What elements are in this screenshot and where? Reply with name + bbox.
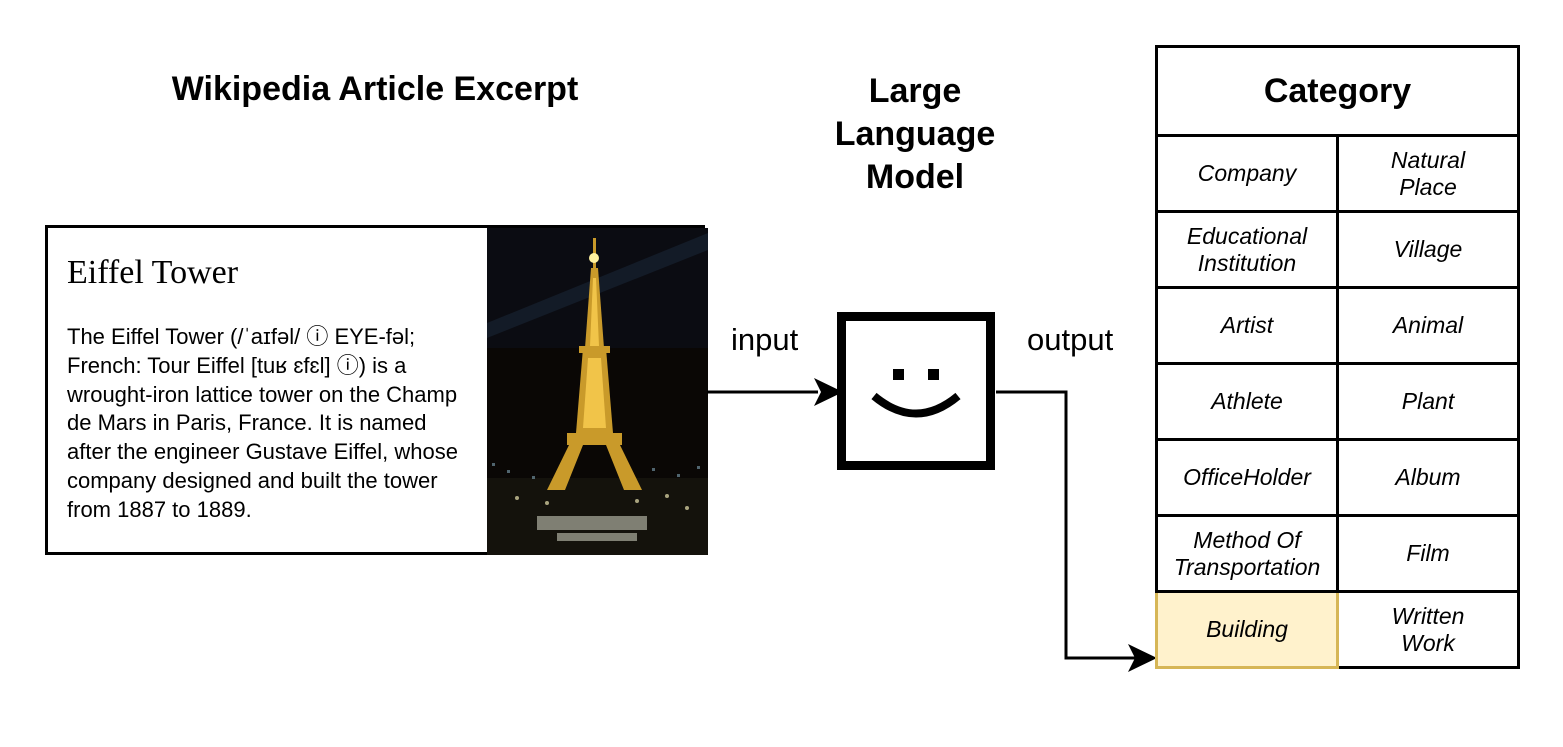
article-section-title: Wikipedia Article Excerpt bbox=[171, 70, 579, 108]
llm-title: Large Language Model bbox=[834, 72, 996, 196]
category-header: Category bbox=[1155, 45, 1520, 137]
category-cell: Plant bbox=[1336, 362, 1520, 441]
category-cell: OfficeHolder bbox=[1155, 438, 1339, 517]
input-label: input bbox=[731, 322, 799, 357]
article-heading: Eiffel Tower bbox=[67, 254, 239, 291]
category-cell: Village bbox=[1336, 210, 1520, 289]
category-cell: Artist bbox=[1155, 286, 1339, 365]
category-cell: Natural Place bbox=[1336, 134, 1520, 213]
category-cell: Animal bbox=[1336, 286, 1520, 365]
category-cell: Educational Institution bbox=[1155, 210, 1339, 289]
eiffel-tower-photo bbox=[487, 228, 708, 555]
category-cell: Method Of Transportation bbox=[1155, 514, 1339, 593]
article-text: The Eiffel Tower (/ˈaɪfəl/ ⓘ EYE-fəl; Fr… bbox=[67, 324, 458, 522]
category-cell: Company bbox=[1155, 134, 1339, 213]
input-arrow bbox=[707, 378, 843, 406]
category-cell-selected: Building bbox=[1155, 590, 1339, 669]
category-cell: Written Work bbox=[1336, 590, 1520, 669]
llm-box bbox=[837, 312, 995, 470]
output-label: output bbox=[1027, 322, 1114, 357]
article-card: Eiffel Tower The Eiffel Tower (/ˈaɪfəl/ … bbox=[45, 225, 708, 555]
output-arrow bbox=[996, 390, 1157, 672]
category-cell: Athlete bbox=[1155, 362, 1339, 441]
category-cell: Film bbox=[1336, 514, 1520, 593]
category-cell: Album bbox=[1336, 438, 1520, 517]
smiley-face-icon bbox=[871, 369, 961, 418]
